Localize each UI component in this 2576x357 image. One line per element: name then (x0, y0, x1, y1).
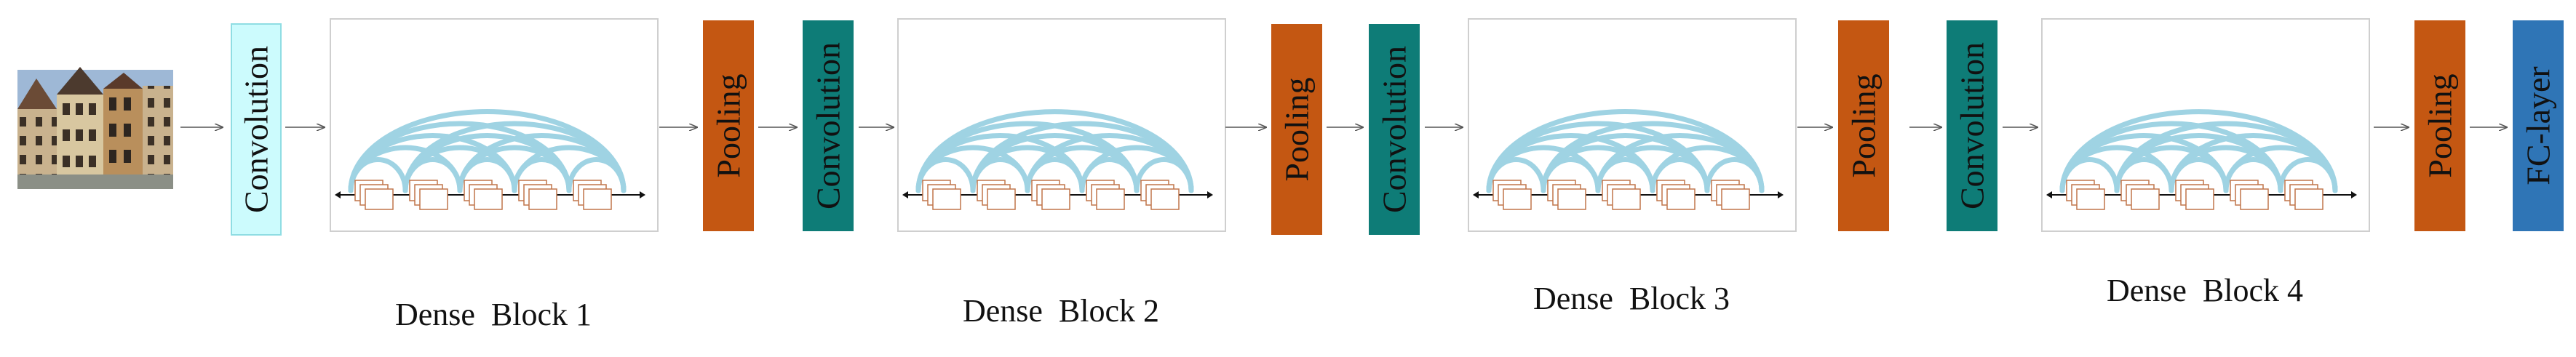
feature-map-stack (2066, 180, 2105, 210)
convolution-layer-2: Convolution (803, 20, 854, 231)
convolution-layer-3: Convolution (1369, 24, 1420, 235)
feature-map-stack (409, 180, 448, 210)
convolution-layer-4: Convolution (1947, 20, 1997, 231)
pooling-layer-3: Pooling (1838, 20, 1889, 231)
pooling-layer-3-label: Pooling (1845, 73, 1883, 177)
feature-map-stack (1140, 180, 1180, 210)
feature-map-stack (1086, 180, 1125, 210)
skip-connections (2059, 109, 2338, 193)
feature-map-stack (1656, 180, 1696, 210)
dense-block-3-caption: Dense Block 3 (1533, 281, 1730, 316)
feature-map-stack (1602, 180, 1641, 210)
convolution-layer-4-label: Convolution (1954, 42, 1991, 209)
feature-map-stack (1492, 180, 1532, 210)
dense-block-2 (897, 18, 1226, 232)
feature-map-stack (2230, 180, 2269, 210)
dense-block-4 (2041, 18, 2370, 232)
feature-map-stack (464, 180, 503, 210)
pooling-layer-2-label: Pooling (1279, 77, 1316, 181)
pooling-layer-1-label: Pooling (710, 73, 747, 177)
feature-map-stack (573, 180, 612, 210)
fc-layer-label: FC-layer (2520, 66, 2557, 185)
pooling-layer-1: Pooling (703, 20, 754, 231)
feature-map-stack (354, 180, 394, 210)
dense-block-4-caption: Dense Block 4 (2107, 273, 2303, 308)
dense-block-2-caption: Dense Block 2 (963, 293, 1159, 329)
input-image (17, 67, 173, 189)
convolution-layer-3-label: Convolution (1376, 46, 1413, 213)
feature-map-stack (518, 180, 557, 210)
pooling-layer-4-label: Pooling (2422, 73, 2459, 177)
feature-map-stack (2175, 180, 2214, 210)
feature-map-stack (922, 180, 961, 210)
convolution-layer-1: Convolution (231, 23, 282, 236)
feature-map-stack (1711, 180, 1750, 210)
feature-map-stack (1547, 180, 1586, 210)
fc-layer: FC-layer (2513, 20, 2564, 231)
skip-connections (348, 109, 627, 193)
dense-block-3 (1468, 18, 1797, 232)
convolution-layer-1-label: Convolution (238, 46, 275, 213)
feature-map-stack (2120, 180, 2160, 210)
pooling-layer-4: Pooling (2414, 20, 2465, 231)
pooling-layer-2: Pooling (1271, 24, 1322, 235)
convolution-layer-2-label: Convolution (810, 42, 847, 209)
skip-connections (915, 109, 1194, 193)
dense-block-1-caption: Dense Block 1 (395, 297, 592, 332)
feature-map-stack (2284, 180, 2323, 210)
skip-connections (1486, 109, 1765, 193)
dense-block-1 (330, 18, 659, 232)
feature-map-stack (1031, 180, 1070, 210)
feature-map-stack (977, 180, 1016, 210)
